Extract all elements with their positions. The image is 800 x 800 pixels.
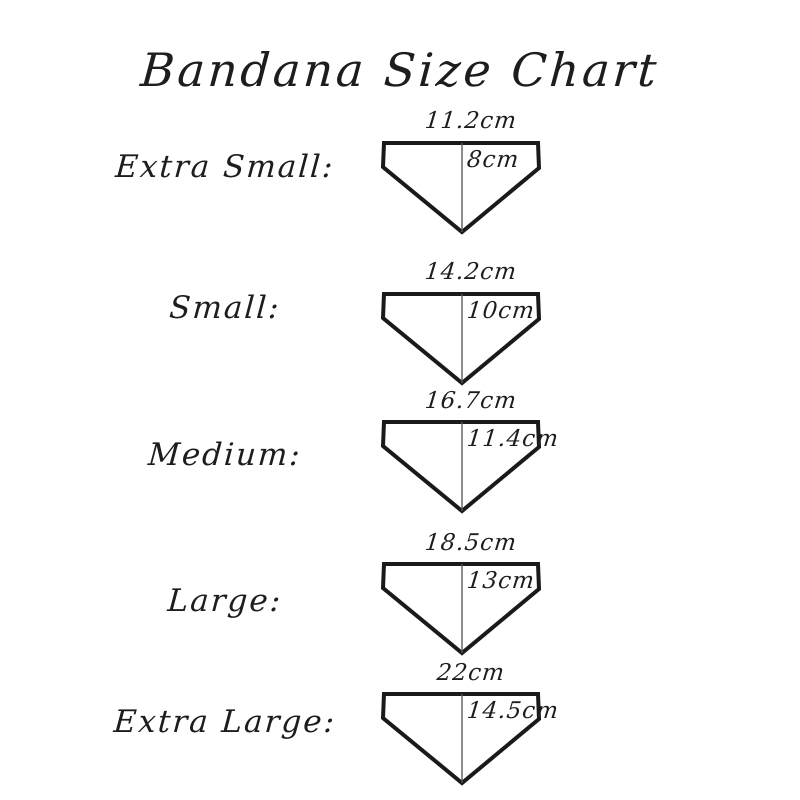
height-measurement-extra-small: 8cm [465,147,521,173]
bandana-shape-extra-small [380,141,542,235]
size-label-medium: Medium: [146,437,304,473]
bandana-shape-medium [380,420,542,514]
width-measurement-medium: 16.7cm [423,388,519,414]
size-label-extra-large: Extra Large: [112,704,338,740]
size-label-extra-small: Extra Small: [114,149,336,185]
width-measurement-large: 18.5cm [423,530,519,556]
bandana-outline [380,420,542,514]
height-measurement-small: 10cm [465,298,537,324]
bandana-shape-large [380,562,542,656]
page-title: Bandana Size Chart [138,42,662,97]
width-measurement-extra-small: 11.2cm [423,108,519,134]
bandana-shape-small [380,292,542,386]
height-measurement-large: 13cm [465,568,537,594]
height-measurement-medium: 11.4cm [465,426,561,452]
bandana-outline [380,292,542,386]
width-measurement-small: 14.2cm [423,259,519,285]
height-measurement-extra-large: 14.5cm [465,698,561,724]
bandana-shape-extra-large [380,692,542,786]
bandana-outline [380,692,542,786]
bandana-outline [380,141,542,235]
size-label-small: Small: [168,290,282,326]
size-label-large: Large: [166,583,284,619]
width-measurement-extra-large: 22cm [435,660,507,686]
bandana-outline [380,562,542,656]
